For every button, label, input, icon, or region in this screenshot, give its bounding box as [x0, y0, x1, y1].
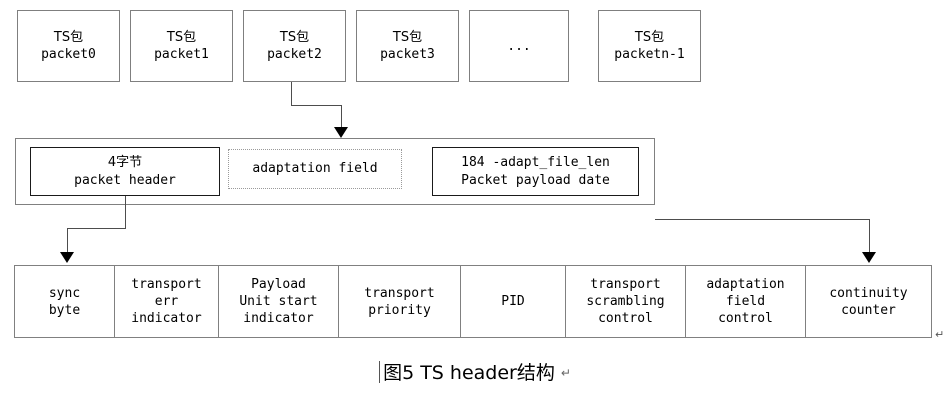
ts-packet-label-cjk: TS包	[634, 30, 665, 45]
field-line: adaptation	[706, 277, 785, 292]
arrow-into-packet-row	[334, 127, 348, 138]
header-field-adaptation-field-control: adaptation field control	[686, 266, 806, 337]
ts-packet-box-n-1: TS包 packetn-1	[598, 10, 701, 82]
header-field-transport-scrambling-control: transport scrambling control	[566, 266, 686, 337]
field-line: scrambling	[586, 294, 665, 309]
connector-packet2-drop	[341, 105, 342, 129]
adaptation-field-label: adaptation field	[252, 161, 378, 176]
packet-header-name-label: packet header	[74, 172, 176, 188]
ts-packet-ellipsis-label: ...	[507, 38, 531, 54]
ts-packet-label-name: packet2	[267, 47, 322, 62]
ts-packet-box-1: TS包 packet1	[130, 10, 233, 82]
connector-packet2-right	[291, 105, 342, 106]
header-field-transport-err-indicator: transport err indicator	[115, 266, 219, 337]
connector-header-down	[125, 196, 126, 228]
field-line: Payload	[251, 277, 306, 292]
field-line: priority	[368, 302, 431, 318]
field-line: transport	[590, 277, 661, 292]
figure-caption: 图5 TS header结构 ↵	[0, 358, 950, 385]
field-line: byte	[48, 302, 81, 318]
connector-header-drop	[67, 228, 68, 254]
field-line: indicator	[131, 311, 202, 326]
paragraph-return-mark: ↵	[935, 328, 945, 341]
header-field-sync-byte: sync byte	[15, 266, 115, 337]
adaptation-field-cell: adaptation field	[228, 149, 402, 189]
ts-packet-label-cjk: TS包	[166, 30, 197, 45]
field-line: indicator	[243, 311, 314, 326]
header-field-continuity-counter: continuity counter	[806, 266, 931, 337]
ts-packet-label-name: packet3	[380, 47, 435, 62]
field-line: err	[154, 294, 179, 309]
packet-payload-size-label: 184 -adapt_file_len	[461, 154, 610, 170]
ts-packet-label-cjk: TS包	[53, 30, 84, 45]
header-field-pid: PID	[461, 266, 566, 337]
ts-header-fields-table: sync byte transport err indicator Payloa…	[14, 265, 932, 338]
field-line: counter	[841, 302, 896, 318]
ts-packet-label-cjk: TS包	[279, 30, 310, 45]
caption-return-mark: ↵	[560, 366, 571, 380]
text-cursor	[379, 361, 381, 383]
field-line: continuity	[829, 285, 908, 301]
arrow-into-header-table-right	[862, 252, 876, 263]
packet-header-size-label: 4字节	[107, 154, 143, 170]
header-field-payload-unit-start-indicator: Payload Unit start indicator	[219, 266, 339, 337]
ts-packet-label-name: packetn-1	[614, 47, 685, 62]
field-line: transport	[364, 285, 435, 301]
packet-header-cell: 4字节 packet header	[30, 147, 220, 196]
ts-packet-label-name: packet1	[154, 47, 209, 62]
field-line: control	[718, 311, 773, 326]
ts-packet-label-cjk: TS包	[392, 30, 423, 45]
field-line: control	[598, 311, 653, 326]
ts-packet-box-3: TS包 packet3	[356, 10, 459, 82]
field-line: sync	[48, 285, 81, 301]
field-line: transport	[131, 277, 202, 292]
ts-packet-box-0: TS包 packet0	[17, 10, 120, 82]
arrow-into-header-table-left	[60, 252, 74, 263]
field-line: PID	[501, 294, 525, 309]
connector-payload-drop	[869, 219, 870, 254]
ts-packet-box-ellipsis: ...	[469, 10, 569, 82]
ts-packet-label-name: packet0	[41, 47, 96, 62]
header-field-transport-priority: transport priority	[339, 266, 461, 337]
field-line: Unit start	[239, 294, 318, 309]
packet-payload-name-label: Packet payload date	[461, 172, 610, 188]
field-line: field	[725, 294, 766, 309]
connector-header-left	[67, 228, 126, 229]
connector-payload-right	[655, 219, 870, 220]
figure-caption-text: 图5 TS header结构	[383, 362, 555, 384]
packet-payload-cell: 184 -adapt_file_len Packet payload date	[432, 147, 639, 196]
connector-packet2-down	[291, 82, 292, 105]
ts-packet-box-2: TS包 packet2	[243, 10, 346, 82]
